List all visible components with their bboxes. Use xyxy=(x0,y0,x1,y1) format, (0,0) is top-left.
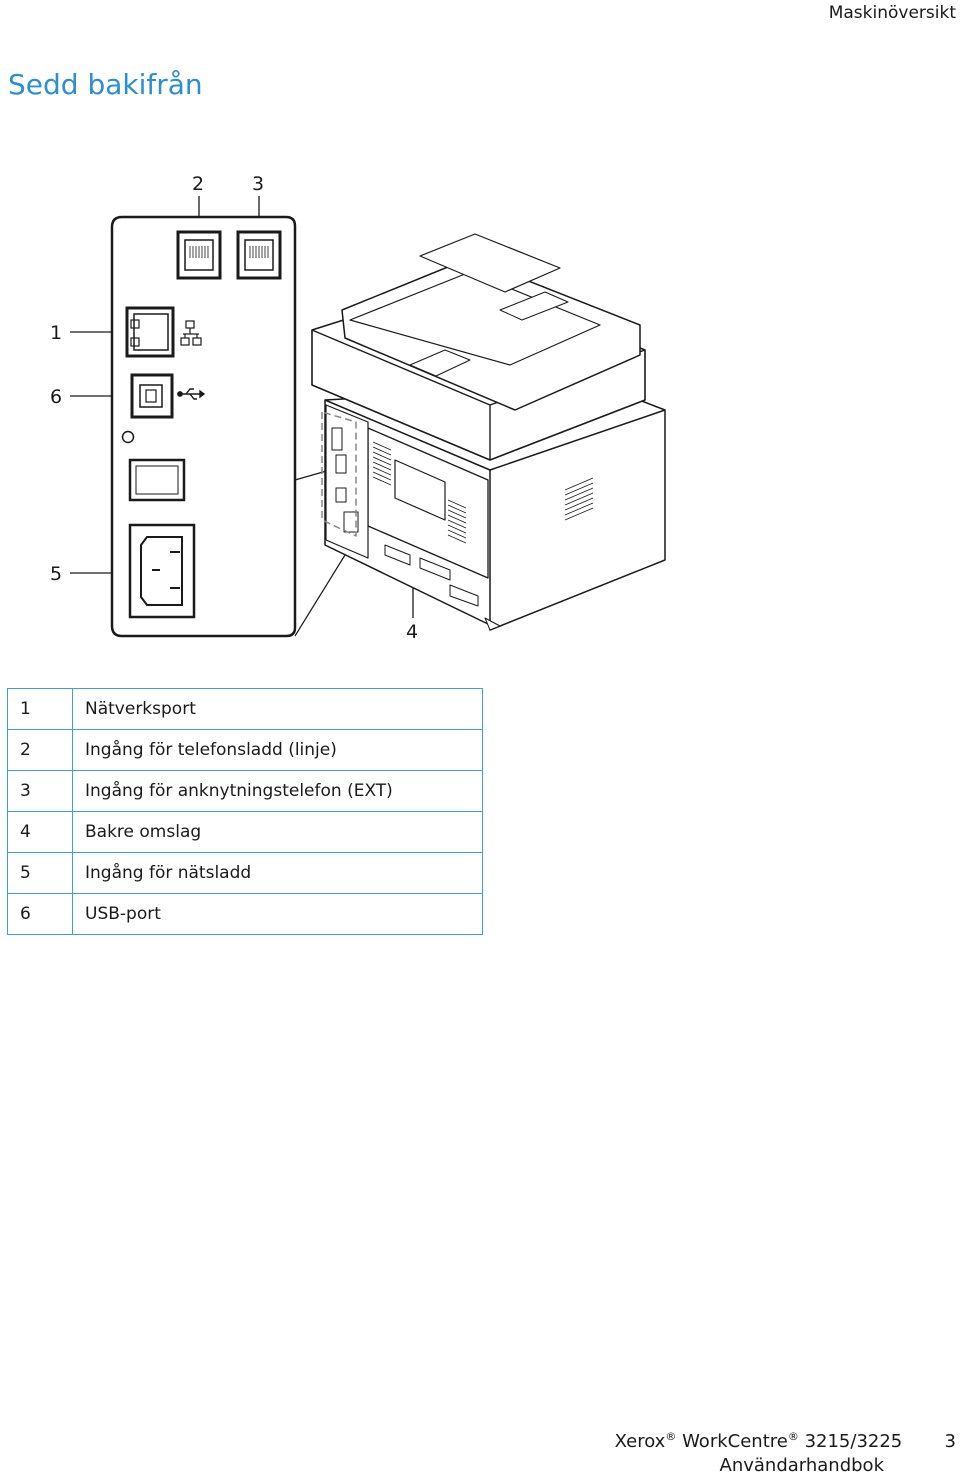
legend-label: Bakre omslag xyxy=(72,811,483,853)
table-row: 5 Ingång för nätsladd xyxy=(7,852,483,894)
rear-view-figure: 2 3 1 6 5 4 xyxy=(0,160,960,660)
legend-number: 4 xyxy=(7,811,73,853)
legend-number: 3 xyxy=(7,770,73,812)
footer-product: WorkCentre xyxy=(682,1431,788,1452)
table-row: 2 Ingång för telefonsladd (linje) xyxy=(7,729,483,771)
page-title: Sedd bakifrån xyxy=(8,68,203,101)
printer-rear-illustration xyxy=(311,233,666,631)
rear-view-illustration: 2 3 1 6 5 4 xyxy=(50,173,666,643)
legend-number: 2 xyxy=(7,729,73,771)
footer-brand: Xerox xyxy=(614,1431,666,1452)
table-row: 4 Bakre omslag xyxy=(7,811,483,853)
callout-1: 1 xyxy=(50,322,62,344)
footer-model: 3215/3225 xyxy=(804,1431,903,1452)
page-number: 3 xyxy=(944,1431,956,1452)
indicator-circle-icon xyxy=(121,430,135,444)
usb-symbol-icon xyxy=(177,388,206,400)
legend-table: 1 Nätverksport 2 Ingång för telefonsladd… xyxy=(7,688,483,935)
registered-mark: ® xyxy=(787,1430,799,1443)
port-detail-panel xyxy=(110,215,297,638)
callout-3: 3 xyxy=(252,173,264,195)
callout-5: 5 xyxy=(50,563,62,585)
table-row: 3 Ingång för anknytningstelefon (EXT) xyxy=(7,770,483,812)
legend-label: Ingång för nätsladd xyxy=(72,852,483,894)
power-switch-icon xyxy=(128,458,186,502)
legend-label: Ingång för telefonsladd (linje) xyxy=(72,729,483,771)
usb-port-icon xyxy=(130,373,174,419)
legend-number: 1 xyxy=(7,688,73,730)
network-symbol-icon xyxy=(180,320,202,346)
page-footer: Xerox® WorkCentre® 3215/3225 3 Användarh… xyxy=(615,1425,956,1478)
footer-document-name: Användarhandbok xyxy=(719,1455,885,1476)
callout-4: 4 xyxy=(406,621,418,643)
callout-2: 2 xyxy=(192,173,204,195)
network-port-icon xyxy=(125,306,175,358)
legend-label: Nätverksport xyxy=(72,688,483,730)
legend-label: Ingång för anknytningstelefon (EXT) xyxy=(72,770,483,812)
legend-number: 6 xyxy=(7,893,73,935)
phone-line-jack-icon xyxy=(176,230,222,280)
callout-6: 6 xyxy=(50,386,62,408)
section-header: Maskinöversikt xyxy=(828,3,956,23)
power-socket-icon xyxy=(128,523,196,619)
legend-label: USB-port xyxy=(72,893,483,935)
registered-mark: ® xyxy=(665,1430,677,1443)
table-row: 1 Nätverksport xyxy=(7,688,483,730)
table-row: 6 USB-port xyxy=(7,893,483,935)
legend-number: 5 xyxy=(7,852,73,894)
phone-ext-jack-icon xyxy=(236,230,282,280)
